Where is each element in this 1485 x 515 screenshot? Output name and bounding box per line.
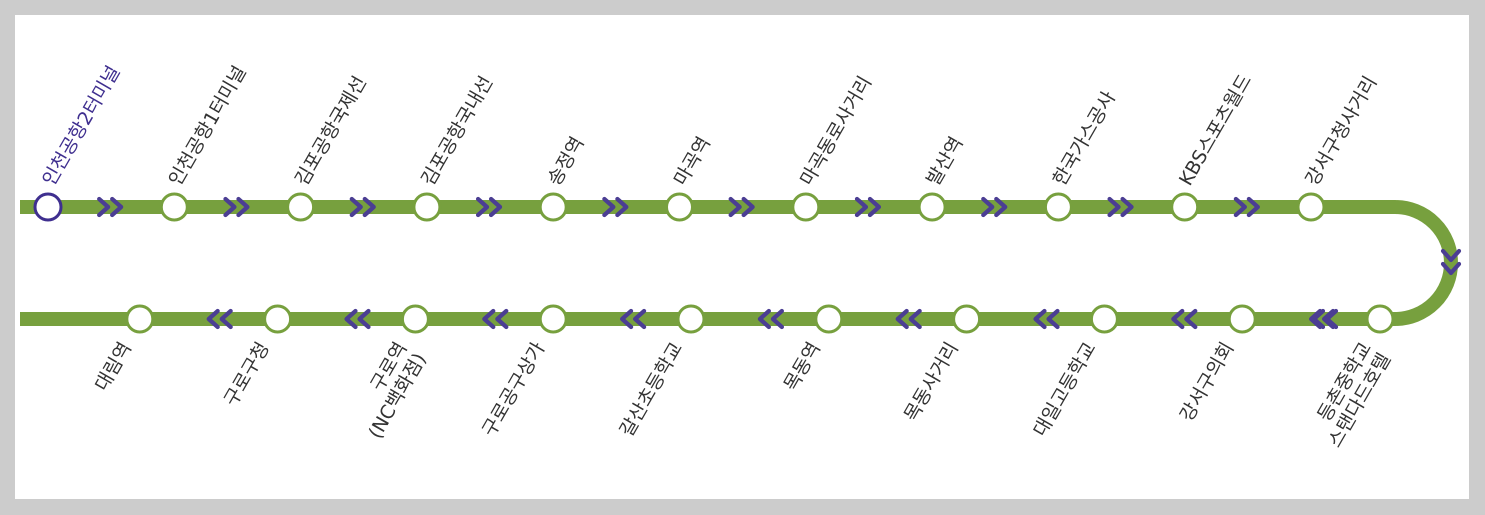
station-marker	[814, 304, 844, 334]
station-label: 김포공항국내선	[417, 73, 497, 190]
station-label: 한국가스공사	[1049, 88, 1120, 190]
station-label: 구로구청	[220, 339, 274, 411]
station-label: 마곡동로사거리	[796, 73, 876, 190]
station-label: 발산역	[922, 133, 967, 189]
station-label: 강서구청사거리	[1301, 73, 1381, 190]
route-line	[20, 200, 1458, 326]
direction-arrow-icon	[1440, 248, 1462, 276]
direction-arrow-icon	[223, 196, 250, 218]
direction-arrow-icon	[981, 196, 1008, 218]
direction-arrow-icon	[854, 196, 882, 218]
direction-arrow-icon	[206, 308, 233, 330]
station-marker	[676, 304, 706, 334]
station-marker	[1089, 304, 1119, 334]
station-label: 대림역	[91, 339, 136, 395]
station-marker	[952, 304, 982, 334]
direction-arrow-icon	[344, 308, 371, 330]
direction-arrow-icon	[602, 196, 629, 218]
station-label: 인천공항1터미널	[165, 62, 251, 189]
station-marker	[1296, 192, 1326, 222]
station-label: 김포공항국제선	[291, 73, 371, 190]
start-station-label: 인천공항2터미널	[38, 62, 124, 189]
direction-arrow-icon	[349, 196, 376, 218]
direction-arrow-icon	[1171, 308, 1198, 330]
station-label: 강서구의회	[1176, 339, 1239, 426]
station-label: 대일고등학교	[1029, 339, 1100, 441]
station-marker	[412, 192, 442, 222]
route-line-path	[20, 200, 1458, 326]
station-label: 송정역	[543, 133, 588, 189]
direction-arrow-icon	[1107, 196, 1134, 218]
station-label: KBS스포츠월드	[1175, 71, 1256, 190]
station-label: 마곡역	[670, 133, 715, 189]
station-marker	[1227, 304, 1257, 334]
direction-arrow-icon	[482, 308, 509, 330]
station-label: 구로역(NC백화점)	[345, 339, 430, 443]
station-marker	[791, 192, 821, 222]
station-marker	[1170, 192, 1200, 222]
station-label: 목동사거리	[900, 339, 963, 426]
station-label: 구로공구상가	[478, 339, 549, 441]
direction-arrows	[97, 196, 1462, 330]
direction-arrow-icon	[1033, 308, 1060, 330]
stations	[33, 192, 1395, 334]
start-station-marker	[33, 192, 63, 222]
station-marker	[1365, 304, 1395, 334]
direction-arrow-icon	[475, 196, 503, 218]
station-label: 목동역	[780, 339, 825, 395]
station-marker	[665, 192, 694, 222]
station-marker	[400, 304, 430, 334]
direction-arrow-icon	[895, 308, 922, 330]
direction-arrow-icon	[757, 308, 785, 330]
station-marker	[538, 192, 568, 222]
station-label: 등촌중학교스탠다드호텔	[1305, 339, 1396, 452]
station-marker	[538, 304, 568, 334]
station-label: 갈산초등학교	[616, 339, 687, 441]
station-marker	[917, 192, 947, 222]
station-marker	[159, 192, 189, 222]
station-marker	[125, 304, 155, 334]
direction-arrow-icon	[1233, 196, 1260, 218]
direction-arrow-icon	[619, 308, 647, 330]
station-marker	[1043, 192, 1073, 222]
station-marker	[286, 192, 316, 222]
direction-arrow-icon	[97, 196, 124, 218]
station-marker	[263, 304, 293, 334]
direction-arrow-icon	[1311, 308, 1339, 330]
direction-arrow-icon	[728, 196, 755, 218]
